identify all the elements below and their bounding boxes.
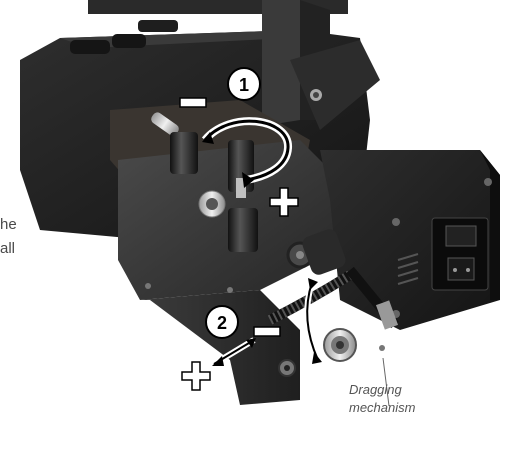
plus-cross-icon bbox=[269, 187, 299, 217]
top-button bbox=[138, 20, 178, 32]
feed-roller-left bbox=[151, 112, 179, 136]
caption-dragging-mechanism: Dragging mechanism bbox=[349, 381, 459, 417]
step-1-label: 1 bbox=[239, 75, 249, 95]
cropped-text-line-1: he bbox=[0, 216, 17, 233]
tension-knob-lower bbox=[228, 208, 258, 252]
plus-cross-icon-2 bbox=[181, 361, 211, 391]
arm-column bbox=[262, 0, 300, 126]
step-2-label: 2 bbox=[217, 313, 227, 333]
minus-bar-icon-2 bbox=[253, 326, 281, 337]
top-switch-left bbox=[70, 40, 110, 54]
arm-bracket bbox=[290, 40, 380, 130]
minus-bar-icon bbox=[179, 97, 207, 108]
step-2-badge bbox=[205, 305, 239, 339]
power-switch bbox=[445, 225, 477, 247]
curved-arrow-icon bbox=[203, 119, 290, 182]
leader-line bbox=[382, 357, 390, 407]
caption-line-2: mechanism bbox=[349, 400, 416, 415]
vertical-arrow-icon bbox=[306, 281, 319, 361]
step-1-badge bbox=[227, 67, 261, 101]
top-switch-right bbox=[112, 34, 146, 48]
feeder-front bbox=[140, 290, 300, 405]
cropped-text-line-2: all bbox=[0, 240, 16, 257]
caption-line-1: Dragging bbox=[349, 382, 402, 397]
tension-knob-left bbox=[170, 132, 198, 174]
vent-slots bbox=[397, 253, 419, 285]
